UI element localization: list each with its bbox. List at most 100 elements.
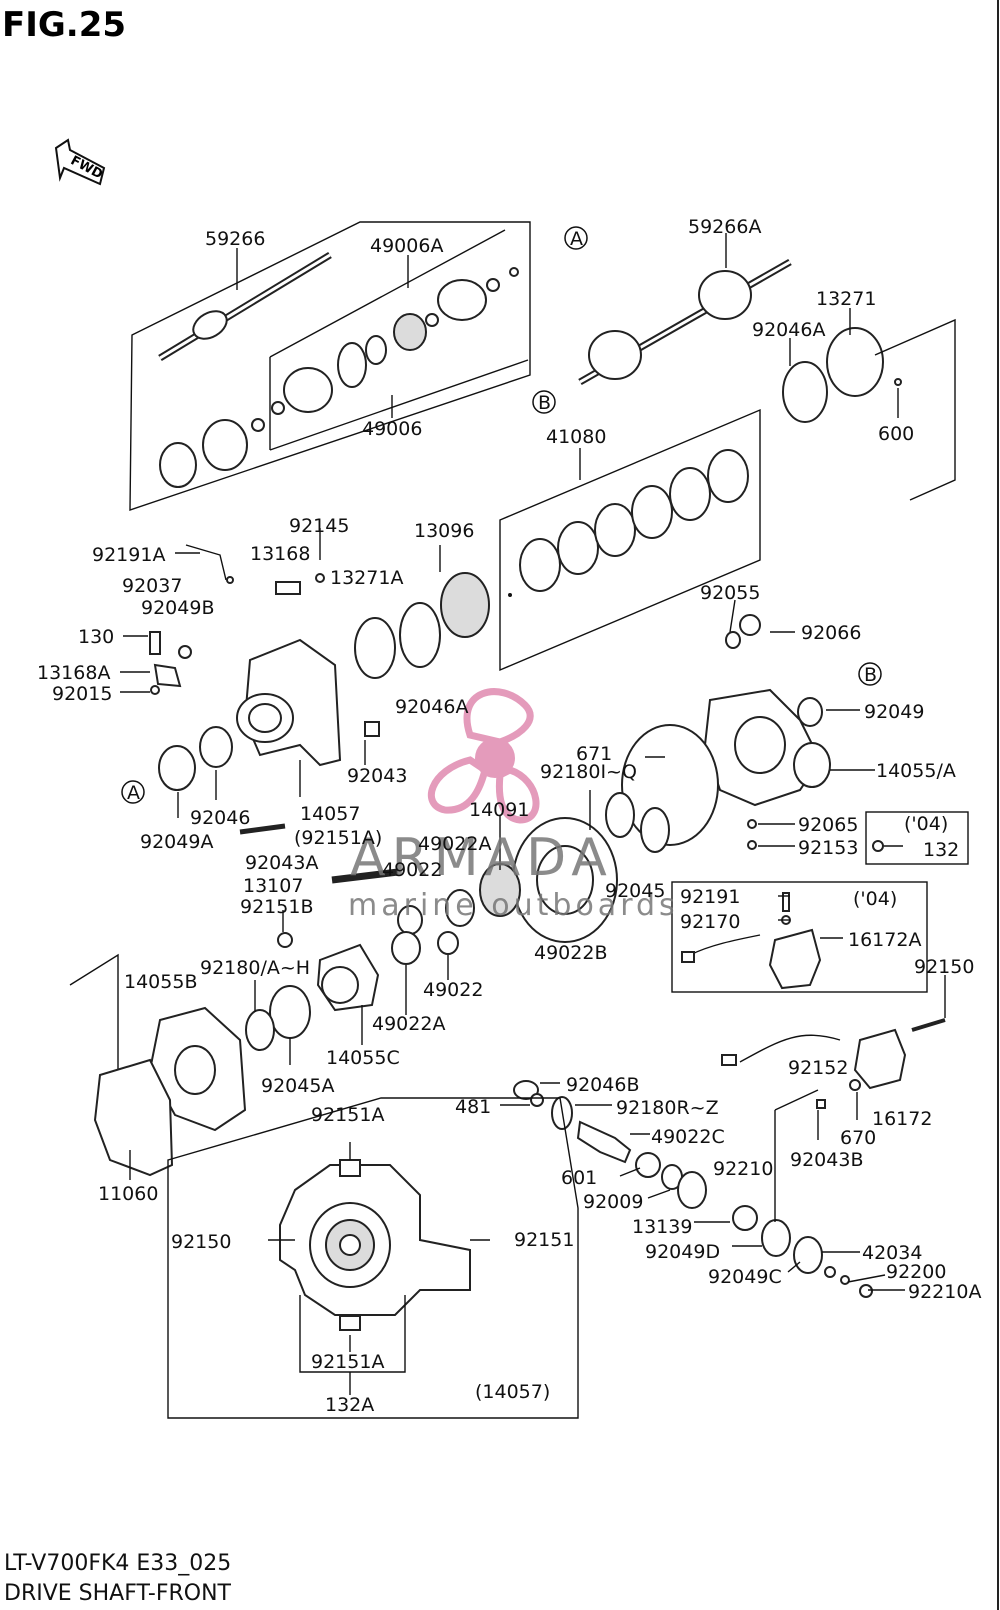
svg-text:A: A	[127, 782, 140, 804]
part-label: 92152	[788, 1057, 848, 1079]
part-label: 92043	[347, 765, 407, 787]
part-label: 92210	[713, 1158, 773, 1180]
part-label: 132	[923, 839, 959, 861]
part-label: 92210A	[908, 1281, 981, 1303]
part-label: 92151	[514, 1229, 574, 1251]
part-label: 92145	[289, 515, 349, 537]
section-name: DRIVE SHAFT-FRONT	[4, 1581, 232, 1606]
front-housing-14057	[149, 544, 490, 835]
fwd-arrow-icon: FWD	[54, 138, 106, 186]
part-label: 14055/A	[876, 760, 956, 782]
year-note: ('04)	[904, 813, 948, 835]
part-label: 13139	[632, 1216, 692, 1238]
clutch-plate-group	[499, 408, 761, 672]
part-label: 92151A	[311, 1351, 384, 1373]
part-label: 49022A	[418, 833, 491, 855]
part-label: 92045A	[261, 1075, 334, 1097]
part-label: 49022A	[372, 1013, 445, 1035]
part-label: 41080	[546, 426, 606, 448]
part-label: 92066	[801, 622, 861, 644]
part-label: 92065	[798, 814, 858, 836]
part-label: 92046	[190, 807, 250, 829]
pinion-assembly	[513, 1080, 873, 1298]
ref-a-top: A	[564, 226, 588, 250]
part-label: (92151A)	[294, 827, 382, 849]
part-label: 49022C	[651, 1126, 725, 1148]
part-label: 92170	[680, 911, 740, 933]
part-label: 600	[878, 423, 914, 445]
part-label: 16172A	[848, 929, 921, 951]
figure-title: FIG.25	[2, 5, 126, 45]
part-label: 92045	[605, 880, 665, 902]
left-axle-group	[129, 221, 531, 511]
part-label: 92015	[52, 683, 112, 705]
ref-a-left: A	[121, 780, 145, 804]
part-labels: 59266 49006A 49006 59266A 13271 92046A 6…	[37, 216, 981, 1416]
part-label: 59266	[205, 228, 265, 250]
part-label: 92151A	[311, 1104, 384, 1126]
part-label: 92046A	[752, 319, 825, 341]
part-label: 49022	[382, 859, 442, 881]
part-label: 49022B	[534, 942, 607, 964]
part-label: 92043B	[790, 1149, 863, 1171]
part-label: 59266A	[688, 216, 761, 238]
part-label: 11060	[98, 1183, 158, 1205]
part-label: 92151B	[240, 896, 313, 918]
part-label: 13096	[414, 520, 474, 542]
part-label: 92150	[914, 956, 974, 978]
part-label: 671	[576, 743, 612, 765]
part-label: 92180I~Q	[540, 761, 637, 783]
part-label: 601	[561, 1167, 597, 1189]
housing-14055B	[69, 953, 247, 1177]
year-04-box-small	[865, 811, 969, 865]
part-label: 132A	[325, 1394, 374, 1416]
part-label: 14055C	[326, 1047, 400, 1069]
year-note: ('04)	[853, 888, 897, 910]
part-label: 92153	[798, 837, 858, 859]
part-label: 13271	[816, 288, 876, 310]
part-label: 92055	[700, 582, 760, 604]
inset-label: (14057)	[475, 1381, 550, 1403]
svg-text:B: B	[864, 664, 877, 686]
carrier-14055C	[245, 932, 380, 1051]
rear-housing-14055A	[605, 614, 831, 853]
part-label: 92200	[886, 1261, 946, 1283]
part-label: 92043A	[245, 852, 318, 874]
part-label: 481	[455, 1096, 491, 1118]
part-label: 13107	[243, 875, 303, 897]
part-label: 16172	[872, 1108, 932, 1130]
part-label: 49022	[423, 979, 483, 1001]
part-label: 92180/A~H	[200, 957, 310, 979]
part-label: 92037	[122, 575, 182, 597]
year-04-box-large	[671, 881, 928, 993]
part-label: 49006A	[370, 235, 443, 257]
part-label: 92049C	[708, 1266, 782, 1288]
part-label: 92191A	[92, 544, 165, 566]
part-label: 14057	[300, 803, 360, 825]
part-label: 13168	[250, 543, 310, 565]
part-label: 92049A	[140, 831, 213, 853]
part-label: 14055B	[124, 971, 197, 993]
part-label: 92049B	[141, 597, 214, 619]
part-label: 49006	[362, 418, 422, 440]
leader-lines	[120, 233, 946, 1291]
ref-b-right: B	[858, 662, 882, 686]
part-label: 670	[840, 1127, 876, 1149]
part-label: 92049D	[645, 1241, 720, 1263]
model-code: LT-V700FK4 E33_025	[4, 1551, 231, 1576]
actuator-16172	[721, 1018, 946, 1109]
right-axle-group	[578, 258, 956, 501]
part-label: 92150	[171, 1231, 231, 1253]
part-label: 13271A	[330, 567, 403, 589]
part-label: 92049	[864, 701, 924, 723]
inset-box-14057	[167, 1097, 579, 1419]
watermark-tagline: marine outboards	[348, 888, 679, 923]
part-label: 92046A	[395, 696, 468, 718]
svg-text:A: A	[570, 228, 583, 250]
part-label: 14091	[469, 799, 529, 821]
part-label: 13168A	[37, 662, 110, 684]
part-label: 92191	[680, 886, 740, 908]
part-label: 130	[78, 626, 114, 648]
part-label: 92009	[583, 1191, 643, 1213]
